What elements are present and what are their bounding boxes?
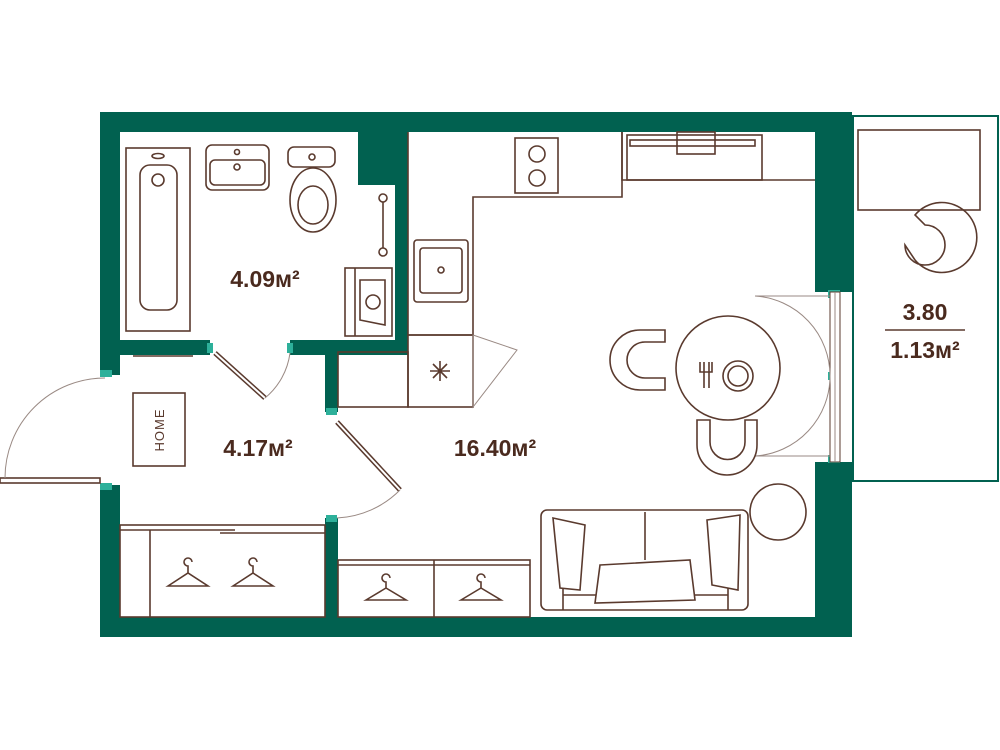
cutlery-icon — [699, 362, 713, 388]
toilet — [287, 146, 337, 233]
sofa — [540, 509, 749, 611]
snowflake-icon — [430, 361, 450, 381]
balcony-length: 3.80 — [903, 299, 948, 325]
hanger-icon — [165, 557, 211, 587]
washing-machine — [344, 267, 393, 337]
balcony-area: 1.13м² — [890, 337, 960, 363]
sink — [205, 144, 270, 191]
bathroom-door[interactable] — [213, 351, 291, 400]
bathtub — [125, 147, 191, 332]
walls — [100, 112, 852, 637]
entrance-door[interactable] — [0, 377, 106, 484]
hallway-area: 4.17м² — [223, 435, 293, 461]
cooktop — [514, 137, 559, 194]
balcony-chair — [904, 201, 978, 274]
balcony: 3.80 1.13м² — [852, 115, 999, 482]
room-door[interactable] — [335, 420, 402, 519]
dining-table — [675, 315, 781, 421]
kitchen-sink — [413, 239, 469, 303]
chair — [696, 419, 758, 476]
hanger-icon — [230, 557, 276, 587]
bathroom-area: 4.09м² — [230, 266, 300, 292]
hallway-wardrobe[interactable] — [119, 524, 326, 618]
living-room-area: 16.40м² — [454, 435, 537, 461]
hanger-icon — [458, 573, 504, 601]
chair — [609, 329, 666, 391]
fridge — [407, 334, 518, 409]
doormat-text: HOME — [152, 409, 167, 452]
doormat: HOME — [132, 392, 186, 467]
hanger-icon — [363, 573, 409, 601]
balcony-door[interactable] — [754, 291, 841, 463]
towel-rail — [378, 193, 388, 257]
room-wardrobe[interactable] — [337, 559, 531, 618]
side-table — [749, 483, 807, 541]
